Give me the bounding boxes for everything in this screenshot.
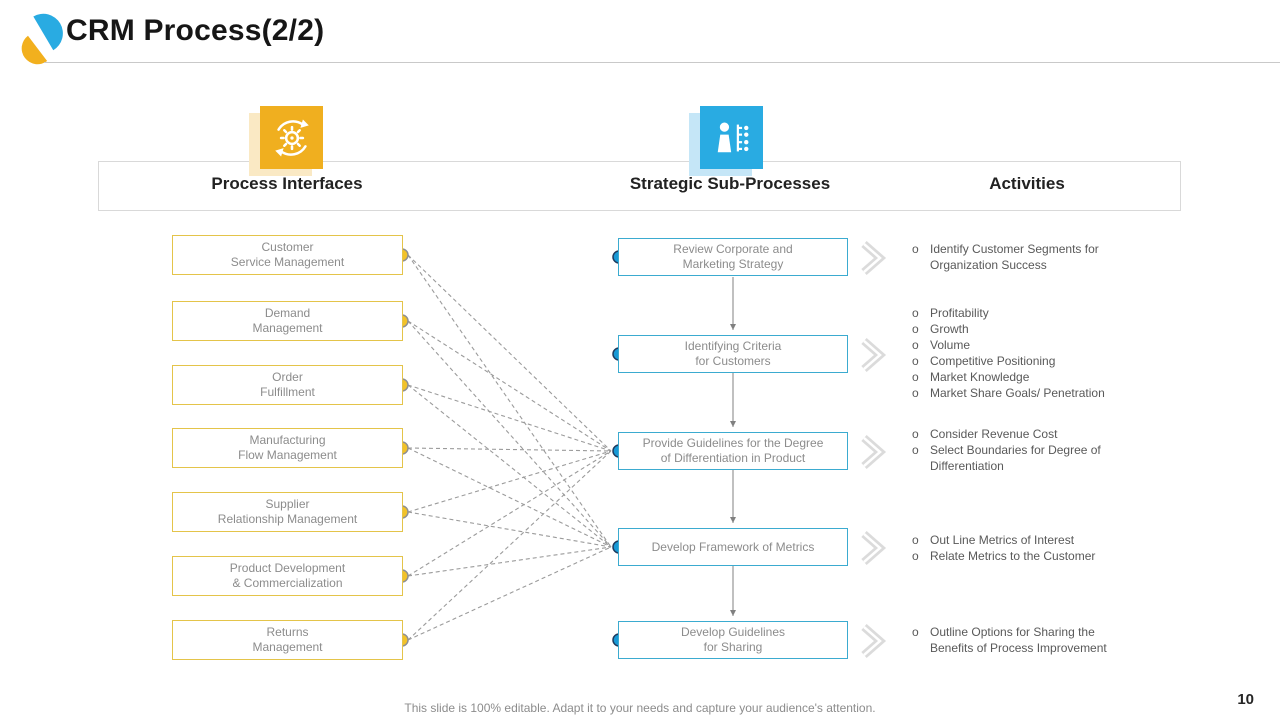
interface-box-supplier-relationship: Supplier Relationship Management [172,492,403,532]
chevron-right-icon [857,337,887,378]
bullet: o [912,354,919,368]
bullet: o [912,533,919,547]
bullet: o [912,625,919,639]
chevron-right-icon [857,623,887,664]
column-header-activities: Activities [989,174,1065,193]
bullet: o [912,427,919,441]
page-title: CRM Process(2/2) [66,14,325,47]
title-divider [44,62,1280,63]
interface-box-product-development: Product Development & Commercialization [172,556,403,596]
bullet: o [912,322,919,336]
interface-box-order-fulfillment: Order Fulfillment [172,365,403,405]
subprocess-box-review-strategy: Review Corporate and Marketing Strategy [618,238,848,276]
interface-box-manufacturing-flow: Manufacturing Flow Management [172,428,403,468]
subprocess-box-develop-framework: Develop Framework of Metrics [618,528,848,566]
bullet: o [912,443,919,457]
bullet: o [912,370,919,384]
process-gear-sync-icon [260,106,323,169]
chevron-right-icon [857,240,887,281]
chevron-right-icon [857,434,887,475]
bullet: o [912,242,919,256]
subprocess-box-develop-guidelines-sharing: Develop Guidelines for Sharing [618,621,848,659]
subprocess-box-provide-guidelines: Provide Guidelines for the Degree of Dif… [618,432,848,470]
logo-blue-shape [33,13,63,51]
editable-note: This slide is 100% editable. Adapt it to… [404,701,876,715]
page-number: 10 [1237,691,1254,708]
subprocess-box-identifying-criteria: Identifying Criteria for Customers [618,335,848,373]
column-header-process-interfaces: Process Interfaces [211,174,363,193]
interface-box-returns-management: Returns Management [172,620,403,660]
company-logo-icon [18,10,64,71]
bullet: o [912,306,919,320]
chevron-right-icon [857,530,887,571]
bullet: o [912,338,919,352]
interface-box-demand-management: Demand Management [172,301,403,341]
person-org-list-icon [700,106,763,169]
bullet: o [912,549,919,563]
column-header-strategic-sub-processes: Strategic Sub-Processes [629,174,831,193]
interface-box-customer-service: Customer Service Management [172,235,403,275]
bullet: o [912,386,919,400]
logo-yellow-shape [21,35,48,65]
